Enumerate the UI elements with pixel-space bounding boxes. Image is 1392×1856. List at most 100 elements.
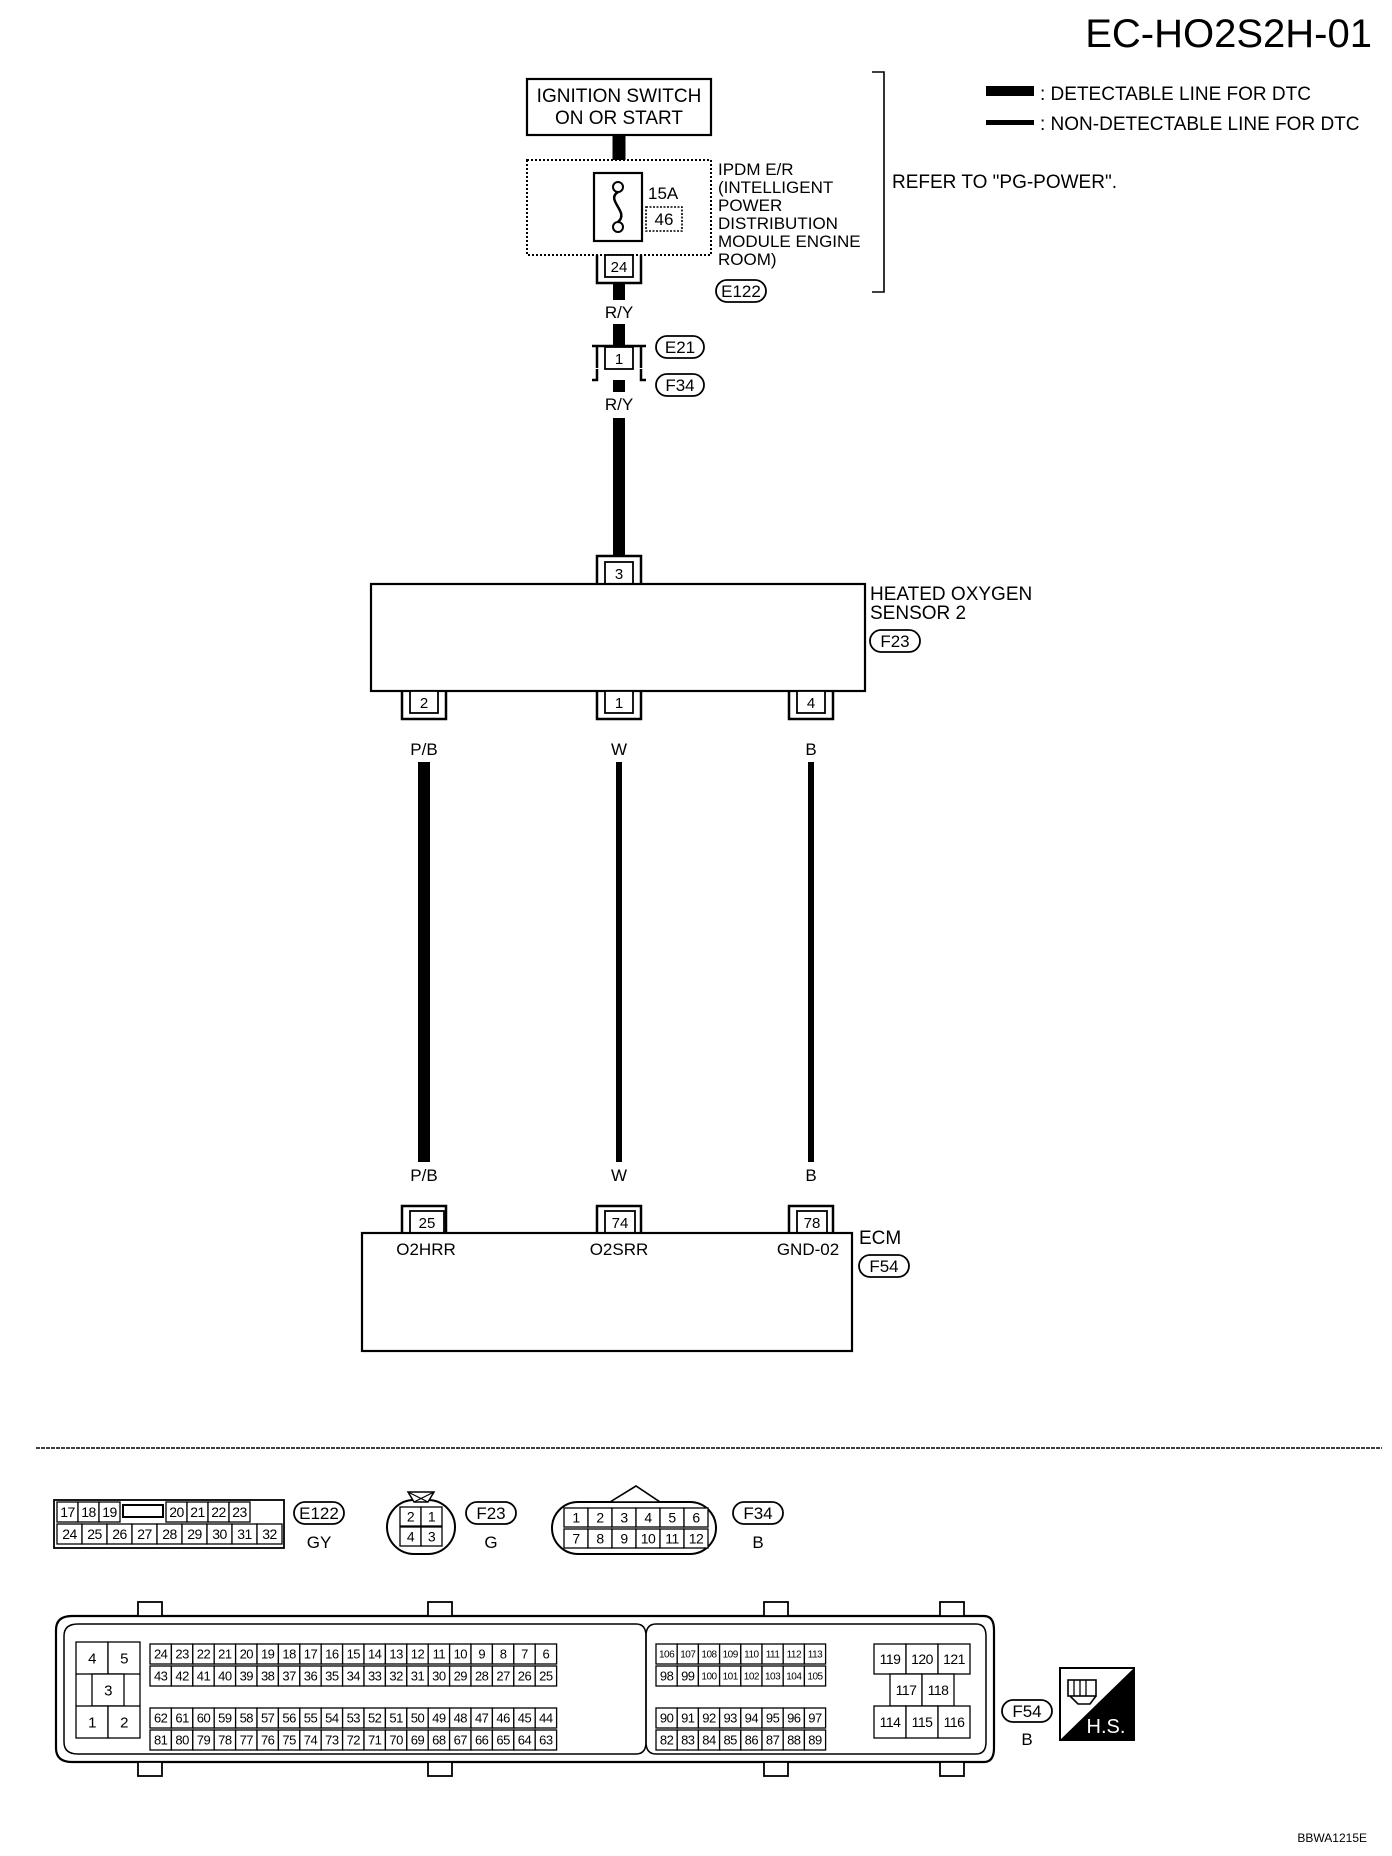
connector-tag-f23-face: F23 [465, 1501, 517, 1525]
svg-text:93: 93 [723, 1711, 737, 1726]
svg-text:70: 70 [389, 1733, 403, 1748]
svg-text:91: 91 [681, 1711, 695, 1726]
svg-text:20: 20 [169, 1504, 184, 1520]
f54-pin: 4 [75, 1641, 109, 1675]
svg-text:121: 121 [943, 1651, 966, 1667]
f54-pin: 31 [406, 1665, 429, 1687]
svg-text:112: 112 [787, 1650, 802, 1661]
svg-text:99: 99 [681, 1669, 695, 1684]
f54-pin: 92 [697, 1707, 721, 1729]
f54-pin: 25 [534, 1665, 558, 1687]
f54-pin: 32 [384, 1665, 408, 1687]
f54-pin: 24 [149, 1643, 173, 1665]
svg-text:4: 4 [807, 695, 815, 712]
svg-text:43: 43 [154, 1669, 168, 1684]
connector-plug-icon [1067, 1679, 1097, 1705]
f34-pin: 1 [563, 1507, 589, 1528]
svg-text:116: 116 [944, 1714, 966, 1730]
f54-pin: 20 [234, 1643, 258, 1665]
connector-color-f34: B [752, 1533, 763, 1552]
svg-text:MODULE ENGINE: MODULE ENGINE [718, 232, 861, 251]
svg-text:31: 31 [411, 1669, 425, 1684]
e122-pin: 28 [156, 1523, 183, 1545]
svg-text:106: 106 [659, 1650, 675, 1661]
f54-pin: 52 [363, 1707, 387, 1729]
power-wire-3 [613, 324, 625, 346]
ecm-pin-25: 25 [400, 1204, 448, 1234]
f54-pin: 33 [363, 1665, 387, 1687]
wire-color-w-bottom: W [611, 1166, 627, 1185]
f54-pin: 71 [363, 1729, 387, 1751]
f54-pin: 81 [149, 1729, 173, 1751]
svg-text:65: 65 [496, 1733, 510, 1748]
f54-pin: 10 [448, 1643, 472, 1665]
f54-pin: 1 [75, 1705, 109, 1739]
svg-text:44: 44 [539, 1711, 553, 1726]
drawing-code: BBWA1215E [1297, 1831, 1367, 1845]
svg-text:49: 49 [432, 1711, 446, 1726]
svg-text:45: 45 [518, 1711, 532, 1726]
svg-text:78: 78 [804, 1215, 821, 1232]
f34-pin: 11 [659, 1528, 685, 1549]
f54-pin: 112 [782, 1643, 806, 1665]
e122-pin: 20 [165, 1501, 188, 1523]
f54-pin: 8 [491, 1643, 515, 1665]
f54-pin: 66 [470, 1729, 494, 1751]
svg-text:12: 12 [689, 1531, 704, 1547]
legend-detectable-line [986, 86, 1034, 96]
svg-text:24: 24 [154, 1647, 168, 1662]
f54-pin: 113 [803, 1643, 827, 1665]
e122-pin: 27 [131, 1523, 158, 1545]
f54-pin: 7 [513, 1643, 536, 1665]
svg-text:H.S.: H.S. [1087, 1716, 1126, 1738]
svg-text:34: 34 [347, 1669, 361, 1684]
f54-pin: 67 [448, 1729, 472, 1751]
svg-text:81: 81 [154, 1733, 168, 1748]
f54-pin: 69 [406, 1729, 429, 1751]
f54-pin: 61 [170, 1707, 194, 1729]
f54-pin: 63 [534, 1729, 558, 1751]
svg-text:63: 63 [539, 1733, 553, 1748]
e122-pin: 17 [56, 1501, 79, 1523]
sensor-pin-3: 3 [595, 554, 643, 585]
svg-text:23: 23 [232, 1504, 247, 1520]
svg-text:9: 9 [620, 1531, 628, 1547]
f54-pin: 94 [740, 1707, 763, 1729]
f54-pin: 12 [406, 1643, 429, 1665]
f54-pin: 80 [170, 1729, 194, 1751]
svg-text:69: 69 [411, 1733, 425, 1748]
ecm-pin-74: 74 [595, 1204, 643, 1234]
f54-pin: 120 [905, 1643, 939, 1675]
f54-pin: 37 [277, 1665, 301, 1687]
f54-pin: 45 [513, 1707, 536, 1729]
fuse-amperage: 15A [648, 184, 679, 203]
svg-text:3: 3 [428, 1529, 436, 1545]
f23-pin: 4 [399, 1526, 422, 1547]
svg-text:28: 28 [162, 1526, 177, 1542]
svg-text:56: 56 [282, 1711, 296, 1726]
f54-pin: 105 [803, 1665, 827, 1687]
legend-non-detectable-label: : NON-DETECTABLE LINE FOR DTC [1040, 114, 1360, 135]
svg-text:97: 97 [808, 1711, 822, 1726]
f54-pin: 55 [299, 1707, 322, 1729]
e122-pin: 22 [207, 1501, 230, 1523]
f54-pin: 43 [149, 1665, 173, 1687]
svg-text:86: 86 [745, 1733, 759, 1748]
svg-text:11: 11 [433, 1647, 446, 1662]
f34-pin: 9 [611, 1528, 637, 1549]
svg-text:F54: F54 [869, 1257, 898, 1276]
svg-text:64: 64 [518, 1733, 532, 1748]
heater-wire-pb [418, 762, 430, 1162]
f54-pin: 39 [234, 1665, 258, 1687]
svg-text:111: 111 [766, 1650, 781, 1661]
svg-text:10: 10 [454, 1647, 468, 1662]
f54-pin: 59 [213, 1707, 237, 1729]
svg-text:7: 7 [572, 1531, 580, 1547]
wire-color-pb-top: P/B [410, 740, 437, 759]
svg-text:5: 5 [668, 1510, 676, 1526]
svg-text:67: 67 [454, 1733, 468, 1748]
svg-text:8: 8 [596, 1531, 604, 1547]
f54-pin: 88 [782, 1729, 806, 1751]
svg-text:113: 113 [808, 1650, 823, 1661]
f54-pin: 5 [107, 1641, 141, 1675]
